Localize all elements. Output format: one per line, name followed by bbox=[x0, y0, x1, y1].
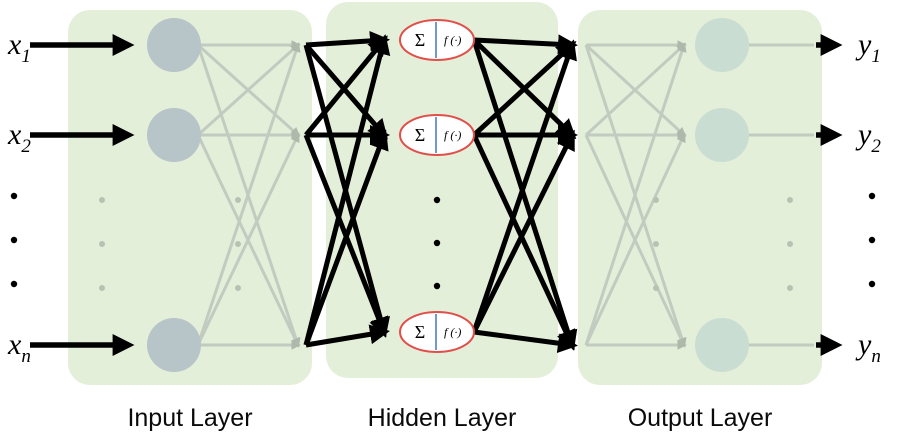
faint-connection bbox=[196, 132, 300, 346]
output-neuron bbox=[695, 108, 749, 162]
output-neuron bbox=[695, 318, 749, 372]
faint-connection bbox=[584, 43, 687, 137]
input-arrows bbox=[30, 34, 135, 356]
var-sub: n bbox=[871, 346, 881, 367]
var-sub: 1 bbox=[21, 46, 31, 67]
input-neuron bbox=[147, 108, 201, 162]
ellipsis-dot bbox=[433, 196, 441, 204]
ellipsis-dot bbox=[868, 280, 876, 288]
var-base: x bbox=[7, 328, 22, 361]
variable-labels: x1 x2 xn y1 y2 yn bbox=[7, 28, 881, 367]
ellipsis-dot bbox=[235, 285, 241, 291]
var-base: y bbox=[855, 28, 872, 61]
ellipsis-dot bbox=[653, 197, 659, 203]
input-layer-faint-connections bbox=[196, 40, 301, 350]
bold-connection bbox=[303, 129, 389, 346]
bold-connection bbox=[305, 324, 390, 348]
ellipsis-dot bbox=[653, 241, 659, 247]
bold-connection bbox=[303, 34, 391, 346]
output-layer-label: Output Layer bbox=[628, 404, 773, 432]
ellipsis-dot bbox=[787, 197, 793, 203]
hidden-neuron bbox=[399, 311, 475, 353]
ellipsis-dot bbox=[10, 192, 18, 200]
hidden-layer-label: Hidden Layer bbox=[368, 404, 517, 432]
activation-symbol: f (·) bbox=[444, 325, 461, 339]
ellipsis-dot bbox=[787, 241, 793, 247]
output-label-y1: y1 bbox=[855, 28, 881, 67]
input-layer-box bbox=[68, 10, 312, 385]
ellipsis-dot bbox=[10, 236, 18, 244]
input-neurons bbox=[147, 18, 201, 372]
input-label-xn: xn bbox=[7, 328, 31, 367]
var-sub: n bbox=[21, 346, 31, 367]
hidden-to-output-connections bbox=[471, 34, 578, 354]
ellipsis-dot bbox=[868, 236, 876, 244]
sum-symbol: Σ bbox=[415, 125, 425, 145]
input-neuron bbox=[147, 318, 201, 372]
faint-connection bbox=[584, 42, 687, 346]
var-sub: 2 bbox=[21, 136, 31, 157]
var-sub: 2 bbox=[871, 136, 881, 157]
output-layer-box bbox=[578, 10, 822, 385]
faint-connection bbox=[196, 42, 301, 346]
bold-connection bbox=[471, 133, 576, 351]
output-neurons bbox=[695, 18, 749, 372]
bold-connection bbox=[471, 129, 575, 334]
input-layer-label: Input Layer bbox=[127, 404, 252, 432]
output-arrows bbox=[816, 34, 843, 356]
hidden-neuron bbox=[399, 114, 475, 156]
layer-captions: Input Layer Hidden Layer Output Layer bbox=[127, 404, 772, 432]
sum-symbol: Σ bbox=[415, 322, 425, 342]
faint-connection bbox=[584, 132, 686, 346]
var-sub: 1 bbox=[871, 46, 881, 67]
ellipsis-dot bbox=[868, 192, 876, 200]
ellipsis-dot bbox=[99, 285, 105, 291]
input-to-hidden-connections bbox=[303, 30, 391, 348]
output-neuron bbox=[695, 18, 749, 72]
bold-connection bbox=[473, 329, 578, 354]
hidden-neurons: Σ f (·) Σ f (·) Σ f (·) bbox=[399, 19, 475, 353]
ellipsis-dot bbox=[235, 197, 241, 203]
ellipsis-dots bbox=[10, 192, 876, 291]
input-label-x2: x2 bbox=[7, 118, 31, 157]
ellipsis-dot bbox=[433, 239, 441, 247]
activation-symbol: f (·) bbox=[444, 33, 461, 47]
input-neuron bbox=[147, 18, 201, 72]
ellipsis-dot bbox=[653, 285, 659, 291]
var-base: x bbox=[7, 28, 22, 61]
input-label-x1: x1 bbox=[7, 28, 31, 67]
var-base: y bbox=[855, 118, 872, 151]
output-label-y2: y2 bbox=[855, 118, 881, 157]
var-base: y bbox=[855, 328, 872, 361]
faint-connection bbox=[196, 43, 301, 137]
bold-connection bbox=[471, 39, 577, 333]
activation-symbol: f (·) bbox=[444, 128, 461, 142]
sum-symbol: Σ bbox=[415, 30, 425, 50]
ellipsis-dot bbox=[10, 280, 18, 288]
ellipsis-dot bbox=[433, 282, 441, 290]
bold-connection bbox=[472, 40, 577, 137]
ellipsis-dot bbox=[235, 241, 241, 247]
hidden-neuron bbox=[399, 19, 475, 61]
ellipsis-dot bbox=[787, 285, 793, 291]
ellipsis-dot bbox=[99, 197, 105, 203]
ellipsis-dot bbox=[99, 241, 105, 247]
output-label-yn: yn bbox=[855, 328, 881, 367]
var-base: x bbox=[7, 118, 22, 151]
output-layer-faint-connections bbox=[584, 40, 814, 350]
